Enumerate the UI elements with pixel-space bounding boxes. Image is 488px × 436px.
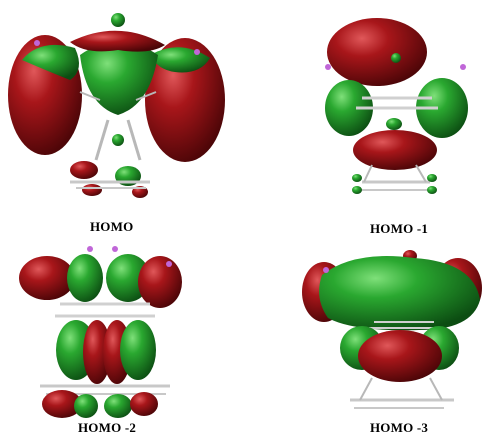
orbital-panel-homo-2: HOMO -2 bbox=[0, 240, 244, 435]
orbital-panel-homo: HOMO bbox=[0, 0, 244, 234]
orbital-panel-homo-1: HOMO -1 bbox=[244, 0, 488, 240]
orbital-label-homo-3: HOMO -3 bbox=[370, 420, 429, 435]
homo-isosurface bbox=[8, 13, 225, 198]
orbital-label-homo-2: HOMO -2 bbox=[78, 420, 137, 435]
orbital-label-homo-1: HOMO -1 bbox=[370, 221, 429, 236]
orbital-label-homo: HOMO bbox=[90, 219, 134, 234]
orbital-panel-homo-3: HOMO -3 bbox=[244, 240, 488, 435]
homo-1-isosurface bbox=[325, 18, 468, 194]
homo-2-isosurface bbox=[19, 246, 182, 418]
homo-3-isosurface bbox=[302, 250, 482, 409]
